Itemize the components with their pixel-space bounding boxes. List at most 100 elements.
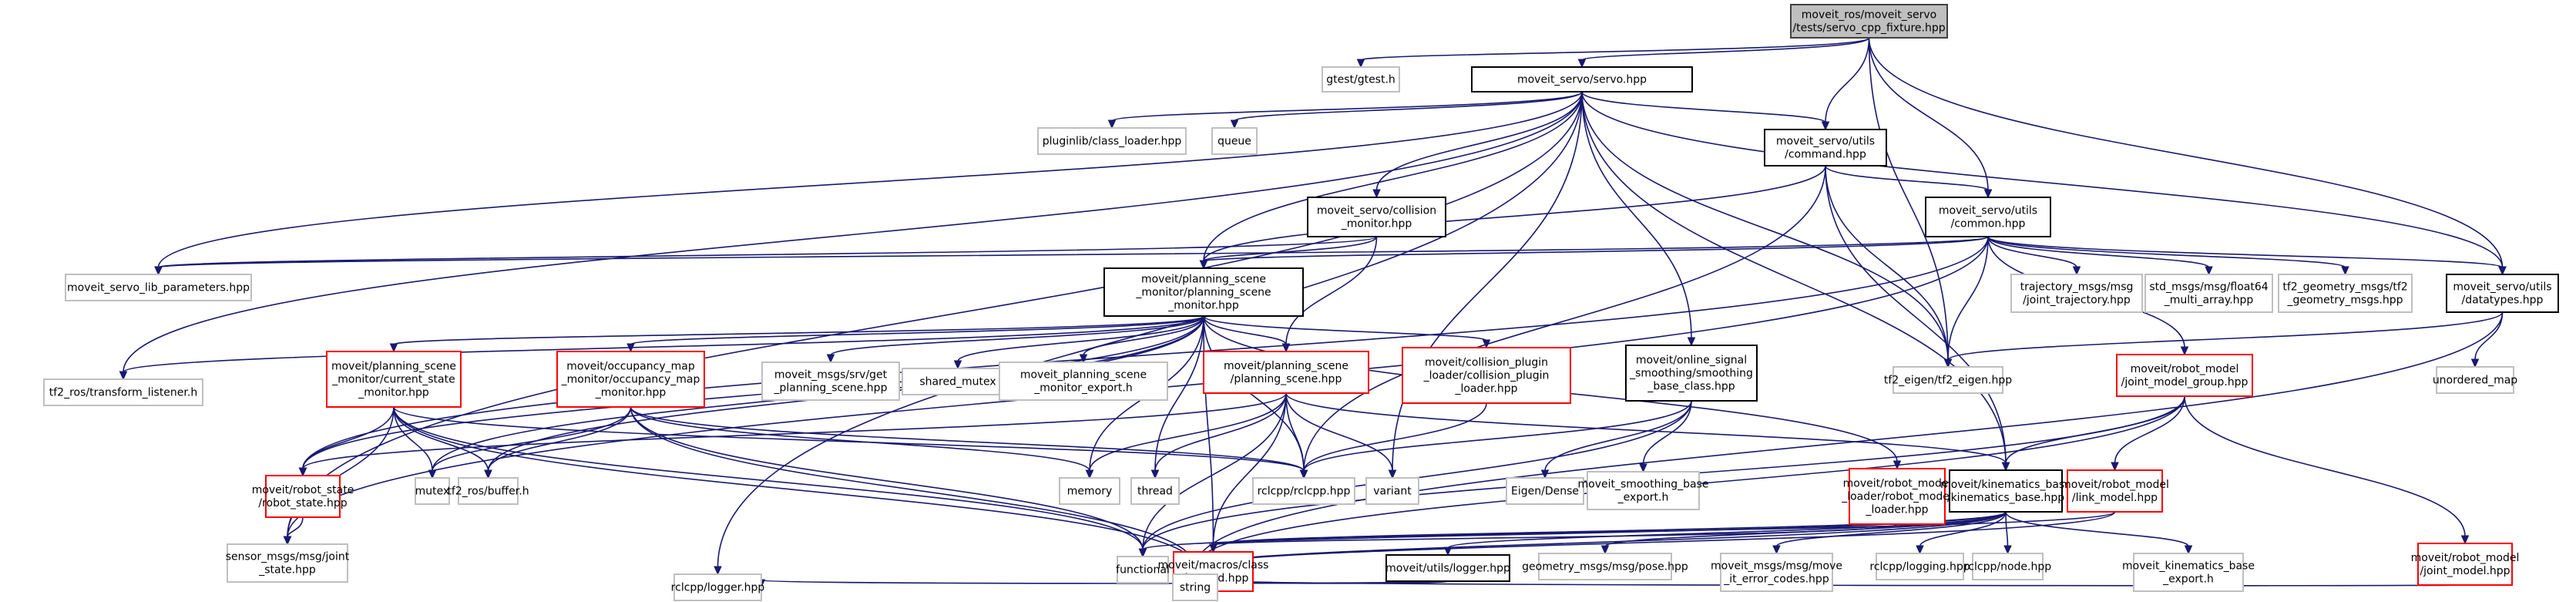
node-label: gtest/gtest.h	[1326, 74, 1395, 86]
node-common[interactable]: moveit_servo/utils/common.hpp	[1925, 197, 2051, 237]
edge-kb-to-errcodes	[1772, 511, 2007, 555]
node-box	[415, 477, 450, 505]
arrowhead-icon	[1299, 469, 1308, 479]
node-gtest: gtest/gtest.h	[1322, 66, 1400, 92]
node-label: moveit/robot_model	[2131, 363, 2239, 375]
node-label: moveit_servo/collision	[1317, 205, 1436, 217]
node-rml[interactable]: moveit/robot_model_loader/robot_model_lo…	[1841, 468, 1953, 525]
node-psm[interactable]: moveit/planning_scene_monitor/planning_s…	[1103, 267, 1304, 317]
node-box	[1925, 197, 2051, 237]
edge-layer	[119, 37, 2507, 589]
node-buffer: tf2_ros/buffer.h	[447, 477, 529, 505]
node-box	[556, 351, 705, 408]
node-label: variant	[1373, 486, 1412, 498]
node-jointmodel[interactable]: moveit/robot_model/joint_model.hpp	[2411, 543, 2520, 586]
node-csm[interactable]: moveit/planning_scene_monitor/current_st…	[326, 351, 462, 408]
edge-kb-to-logging	[1916, 511, 2007, 555]
node-label: moveit_planning_scene	[1020, 369, 1147, 382]
arrowhead-icon	[1150, 469, 1160, 479]
node-queue: queue	[1211, 127, 1258, 155]
node-label: string	[1180, 582, 1211, 594]
node-tf2geom: tf2_geometry_msgs/tf2_geometry_msgs.hpp	[2278, 274, 2413, 313]
node-label: moveit/macros/class	[1158, 560, 1269, 572]
arrowhead-icon	[2205, 266, 2213, 276]
edge-ps-to-thread	[1150, 392, 1287, 479]
edge-ps-to-kb	[1285, 392, 2010, 472]
node-command[interactable]: moveit_servo/utils/command.hpp	[1764, 129, 1887, 166]
node-label: /joint_model.hpp	[2420, 565, 2510, 577]
edge-servo-to-queue	[1230, 91, 1583, 129]
edge-root-to-datatypes	[1868, 37, 2507, 276]
node-jmg[interactable]: moveit/robot_model/joint_model_group.hpp	[2116, 354, 2253, 397]
arrowhead-icon	[119, 371, 128, 381]
node-cpl[interactable]: moveit/collision_plugin_loader/collision…	[1402, 347, 1571, 404]
node-box	[458, 477, 519, 505]
node-trajmsg: trajectory_msgs/msg/joint_trajectory.hpp	[2010, 274, 2143, 313]
edge-psm-to-tflistener	[119, 315, 1204, 381]
edge-psm-to-rclcpp	[1203, 315, 1308, 479]
edge-common-to-trajmsg	[1987, 236, 2081, 276]
node-robotstate[interactable]: moveit/robot_state/robot_state.hpp	[252, 475, 354, 518]
node-label: moveit/planning_scene	[1141, 274, 1266, 286]
edge-common-to-float64	[1987, 236, 2213, 276]
node-label: tf2_ros/transform_listener.h	[49, 387, 197, 399]
node-label: moveit/collision_plugin	[1425, 357, 1548, 369]
node-box	[1972, 553, 2044, 580]
node-box	[2010, 274, 2143, 313]
edge-psm-to-psmexport	[1079, 315, 1204, 364]
node-label: moveit/robot_model	[1843, 478, 1952, 490]
node-label: tf2_geometry_msgs/tf2	[2282, 281, 2407, 294]
node-label: shared_mutex	[919, 376, 996, 388]
edge-servo-to-command	[1581, 91, 1830, 131]
node-linkmodel[interactable]: moveit/robot_model/link_model.hpp	[2060, 469, 2169, 513]
node-box	[1037, 127, 1187, 155]
edge-kb-to-functional	[1138, 511, 2007, 558]
node-box	[1764, 129, 1887, 166]
node-box	[999, 362, 1168, 401]
node-ps[interactable]: moveit/planning_scene/planning_scene.hpp	[1203, 351, 1369, 394]
node-label: functional	[1116, 564, 1170, 577]
arrowhead-icon	[1943, 358, 1953, 368]
node-label: moveit/kinematics_base	[1940, 479, 2071, 491]
node-box	[1365, 477, 1419, 505]
arrowhead-icon	[953, 360, 962, 370]
arrowhead-icon	[2460, 535, 2470, 545]
node-label: _monitor_export.h	[1033, 382, 1132, 395]
node-omm[interactable]: moveit/occupancy_map_monitor/occupancy_m…	[556, 351, 705, 408]
node-logger[interactable]: moveit/utils/logger.hpp	[1385, 554, 1510, 582]
node-smoothing[interactable]: moveit/online_signal_smoothing/smoothing…	[1625, 345, 1758, 402]
node-label: moveit_servo_lib_parameters.hpp	[67, 282, 250, 294]
node-box	[1402, 347, 1571, 404]
arrowhead-icon	[1230, 119, 1239, 129]
arrowhead-icon	[1085, 469, 1094, 479]
edge-cpl-to-rclcpp	[1299, 402, 1487, 479]
node-label: moveit/robot_state	[252, 484, 354, 496]
node-errcodes: moveit_msgs/msg/move_it_error_codes.hpp	[1711, 553, 1842, 592]
arrowhead-icon	[2180, 346, 2189, 356]
node-label: queue	[1217, 136, 1251, 148]
node-kb[interactable]: moveit/kinematics_base/kinematics_base.h…	[1940, 469, 2071, 513]
node-box	[2116, 354, 2253, 397]
node-box	[2436, 366, 2514, 394]
node-box	[326, 351, 462, 408]
node-root[interactable]: moveit_ros/moveit_servo/tests/servo_cpp_…	[1790, 4, 1948, 39]
node-collision[interactable]: moveit_servo/collision_monitor.hpp	[1307, 197, 1446, 237]
edge-common-to-tf2geom	[1987, 236, 2349, 276]
node-box	[2133, 553, 2244, 592]
node-box	[1587, 471, 1700, 510]
node-label: _planning_scene.hpp	[774, 382, 888, 395]
node-umap: unordered_map	[2433, 366, 2517, 394]
node-box	[1203, 351, 1369, 394]
node-servo[interactable]: moveit_servo/servo.hpp	[1471, 66, 1693, 92]
node-datatypes[interactable]: moveit_servo/utils/datatypes.hpp	[2446, 274, 2559, 313]
edge-smoothing-to-smoothexport	[1639, 400, 1692, 473]
node-box	[43, 378, 203, 406]
node-label: moveit/utils/logger.hpp	[1385, 563, 1510, 575]
node-box	[265, 475, 341, 518]
edge-root-to-servo	[1577, 37, 1870, 69]
node-label: _loader/collision_plugin	[1423, 370, 1550, 382]
node-box	[1307, 197, 1446, 237]
node-label: _export.h	[2162, 573, 2214, 586]
node-box	[1059, 477, 1120, 505]
